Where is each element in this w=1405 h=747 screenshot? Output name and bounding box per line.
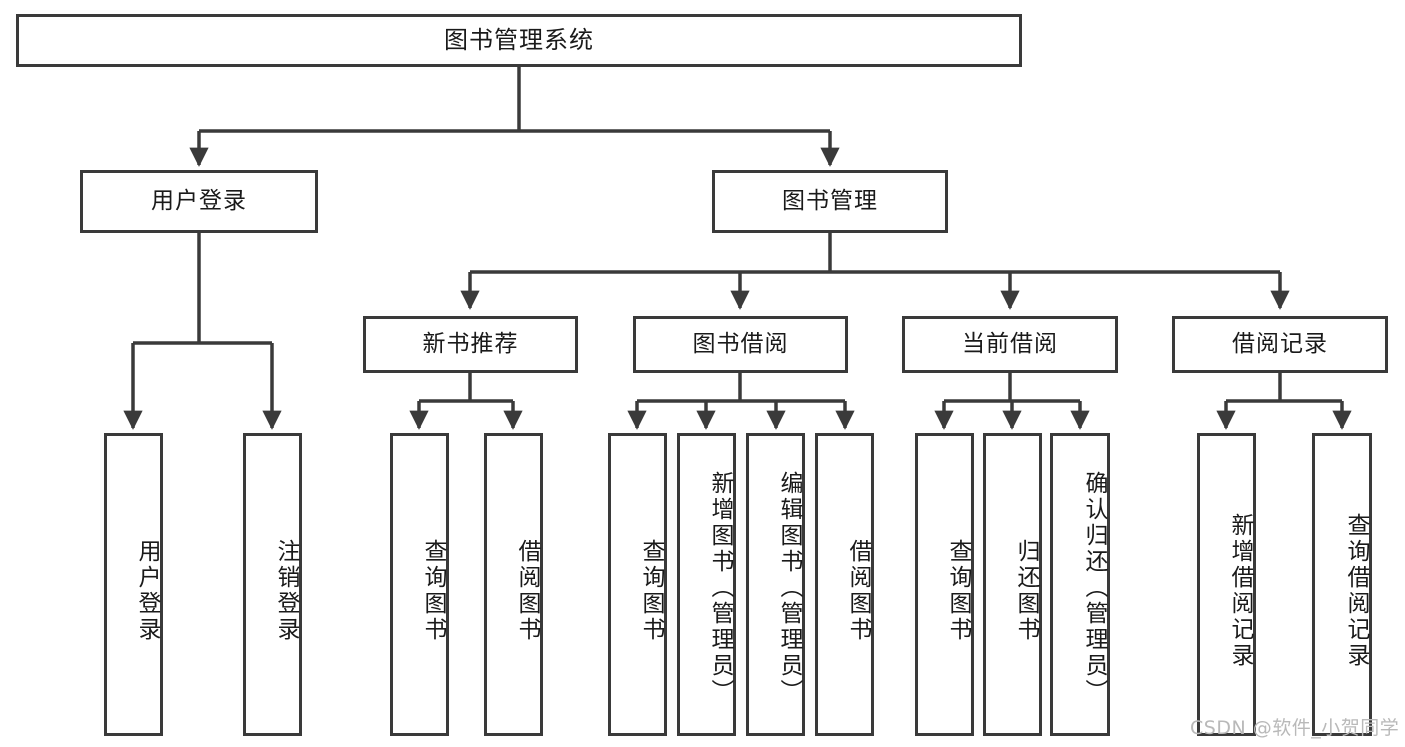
- leaf-add-borrow-record[interactable]: 新增借阅记录: [1197, 433, 1256, 736]
- node-user-login[interactable]: 用户登录: [80, 170, 318, 233]
- leaf-query-borrow-record[interactable]: 查询借阅记录: [1312, 433, 1372, 736]
- leaf-logout[interactable]: 注销登录: [243, 433, 302, 736]
- leaf-borrow-book[interactable]: 借阅图书: [815, 433, 874, 736]
- node-book-management[interactable]: 图书管理: [712, 170, 948, 233]
- leaf-query-book-recommend[interactable]: 查询图书: [390, 433, 449, 736]
- csdn-watermark: CSDN @软件_小贺同学: [1190, 717, 1400, 739]
- leaf-borrow-book-recommend[interactable]: 借阅图书: [484, 433, 543, 736]
- leaf-user-login[interactable]: 用户登录: [104, 433, 163, 736]
- node-root-system[interactable]: 图书管理系统: [16, 14, 1022, 67]
- leaf-edit-book-admin[interactable]: 编辑图书（管理员）: [746, 433, 805, 736]
- node-new-book-recommend[interactable]: 新书推荐: [363, 316, 578, 373]
- node-borrow-record[interactable]: 借阅记录: [1172, 316, 1388, 373]
- leaf-add-book-admin[interactable]: 新增图书（管理员）: [677, 433, 736, 736]
- leaf-return-book[interactable]: 归还图书: [983, 433, 1042, 736]
- node-current-borrow[interactable]: 当前借阅: [902, 316, 1118, 373]
- node-book-borrow[interactable]: 图书借阅: [633, 316, 848, 373]
- leaf-confirm-return-admin[interactable]: 确认归还（管理员）: [1050, 433, 1110, 736]
- leaf-query-book-borrow[interactable]: 查询图书: [608, 433, 667, 736]
- leaf-query-book-current[interactable]: 查询图书: [915, 433, 974, 736]
